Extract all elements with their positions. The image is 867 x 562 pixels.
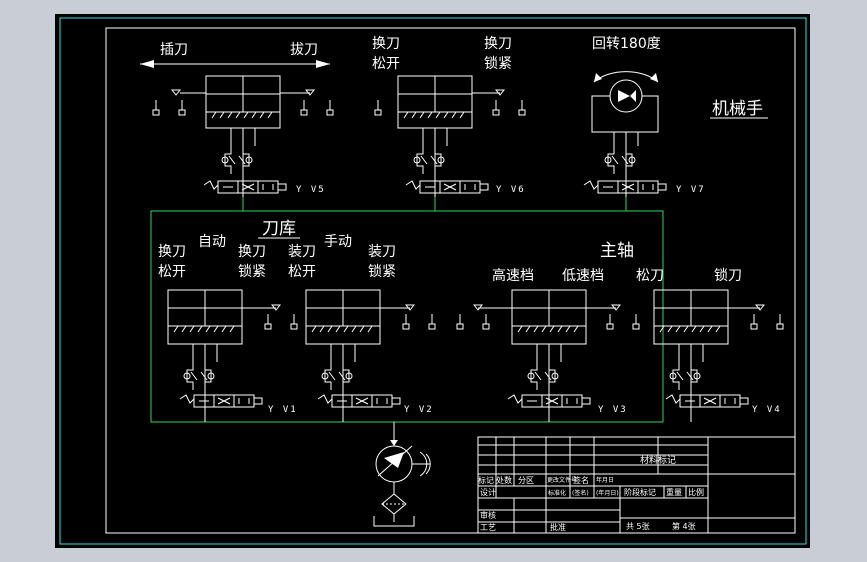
valve-label-yv1: Y V1 (268, 405, 298, 415)
tb-date2: (年月日) (596, 489, 619, 497)
hydraulic-pump[interactable] (375, 440, 431, 494)
valve-label-yv3: Y V3 (598, 405, 628, 415)
label-tool-lock: 锁刀 (714, 268, 742, 284)
label-manipulator: 机械手 (712, 99, 763, 119)
label-manual-lock: 装刀 (368, 244, 396, 260)
tb-design: 设计 (480, 487, 496, 497)
valve-label-yv6: Y V6 (496, 185, 526, 195)
label-low-speed: 低速档 (562, 268, 604, 284)
title-block[interactable] (477, 436, 796, 534)
tb-sheet: 第 4张 (672, 521, 696, 531)
label-manual-lock-2: 锁紧 (368, 264, 396, 280)
label-manual-release-2: 松开 (288, 264, 316, 280)
label-change-lock: 换刀 (484, 35, 512, 52)
valve-label-yv2: Y V2 (404, 405, 434, 415)
tb-sign2: (签名) (572, 489, 589, 497)
label-change-lock-2: 锁紧 (484, 56, 512, 72)
tb-h-sign: 签名 (573, 475, 589, 485)
label-tool-release: 松刀 (636, 268, 664, 284)
tb-h-date: 年月日 (596, 476, 614, 484)
tb-material: 材料标记 (640, 454, 676, 466)
supply-line-loop (150, 210, 664, 423)
sheet-border (59, 17, 807, 545)
tb-scale: 比例 (688, 487, 704, 497)
label-tool-insert: 插刀 (160, 42, 188, 58)
tb-process: 工艺 (480, 523, 496, 532)
tb-h-count: 处数 (496, 475, 512, 485)
label-rotate-180: 回转180度 (592, 36, 661, 52)
cylinder-spindle-gear[interactable] (472, 289, 622, 345)
label-auto-lock: 换刀 (238, 243, 266, 260)
label-magazine: 刀库 (262, 219, 296, 239)
label-spindle: 主轴 (600, 241, 634, 261)
arrow-left-icon (140, 60, 154, 68)
label-manual: 手动 (324, 234, 352, 250)
oil-filter[interactable] (373, 493, 415, 527)
tb-std: 标准化 (548, 489, 566, 497)
label-auto-release: 换刀 (158, 243, 186, 260)
valve-label-yv4: Y V4 (752, 405, 782, 415)
label-manual-release: 装刀 (288, 244, 316, 260)
drawing-sheet (55, 14, 810, 548)
arrow-right-icon (316, 60, 330, 68)
label-high-speed: 高速档 (492, 267, 534, 284)
valve-label-yv5: Y V5 (296, 185, 326, 195)
tb-weight: 重量 (666, 487, 682, 497)
tb-total: 共 5张 (626, 522, 650, 531)
tb-approve: 批准 (550, 522, 566, 532)
label-auto: 自动 (198, 234, 226, 250)
tb-h-zone: 分区 (518, 476, 534, 485)
label-tool-pull: 拔刀 (290, 42, 318, 58)
label-auto-lock-2: 锁紧 (238, 264, 266, 280)
label-change-release-2: 松开 (372, 56, 400, 72)
tb-h-mark: 标记 (478, 475, 494, 485)
label-change-release: 换刀 (372, 35, 400, 52)
tb-stage: 阶段标记 (624, 487, 656, 497)
tb-h-docno: 更改文件号 (547, 476, 577, 484)
label-auto-release-2: 松开 (158, 264, 186, 280)
rotary-actuator[interactable] (591, 71, 659, 133)
drawing-frame (105, 27, 796, 534)
tb-review: 审核 (480, 510, 496, 520)
valve-label-yv7: Y V7 (676, 185, 706, 195)
